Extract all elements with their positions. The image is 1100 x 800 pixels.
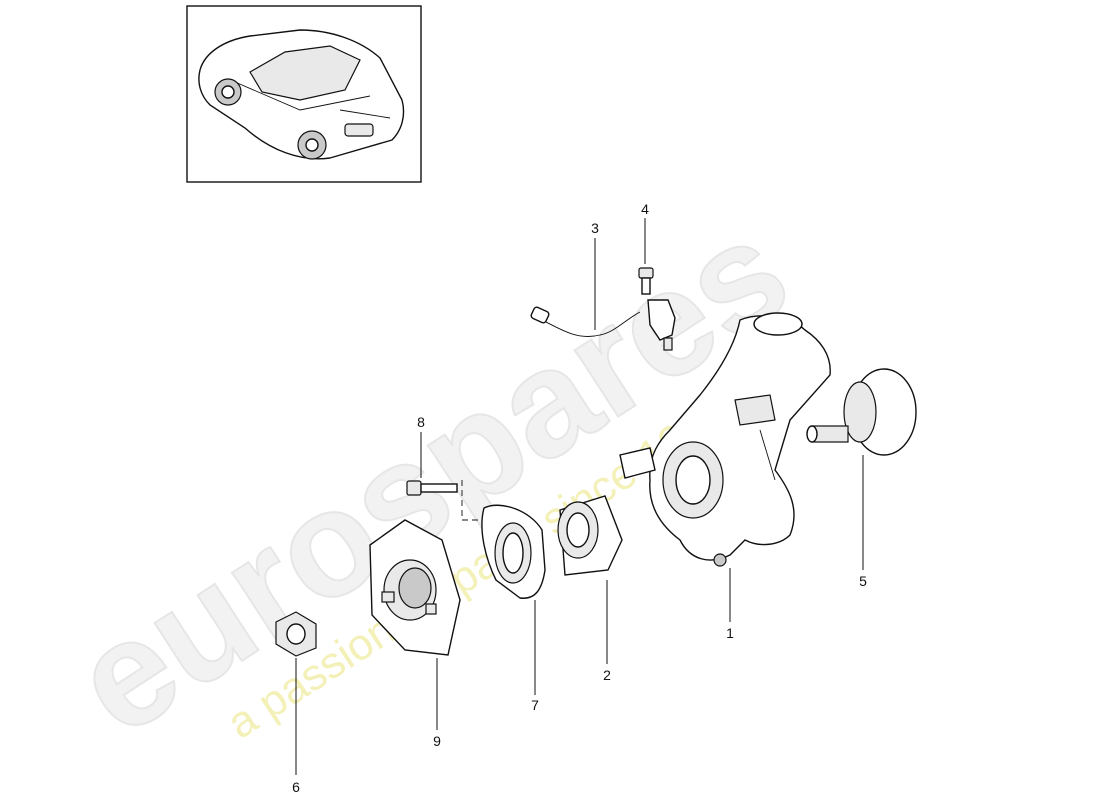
part-wheel-hub (369, 519, 461, 656)
callout-6: 6 (292, 779, 300, 795)
callout-1: 1 (726, 625, 734, 641)
callout-3: 3 (591, 220, 599, 236)
callout-4: 4 (641, 201, 649, 217)
part-wheel-bearing (557, 495, 623, 576)
callout-labels: 1 2 3 4 5 6 7 8 9 (292, 201, 867, 795)
part-speed-sensor-cable (530, 299, 676, 351)
part-hub-bolt (406, 480, 490, 521)
part-wheel-carrier (619, 312, 831, 567)
part-cover-plate (481, 504, 546, 599)
callout-8: 8 (417, 414, 425, 430)
leader-lines (295, 218, 864, 775)
part-sensor-bolt (638, 267, 654, 295)
car-illustration (198, 29, 405, 160)
callout-7: 7 (531, 697, 539, 713)
callout-9: 9 (433, 733, 441, 749)
callout-2: 2 (603, 667, 611, 683)
part-drive-shaft-flange (806, 368, 917, 456)
part-hub-nut (275, 611, 317, 657)
callout-5: 5 (859, 573, 867, 589)
car-thumbnail (186, 5, 422, 183)
